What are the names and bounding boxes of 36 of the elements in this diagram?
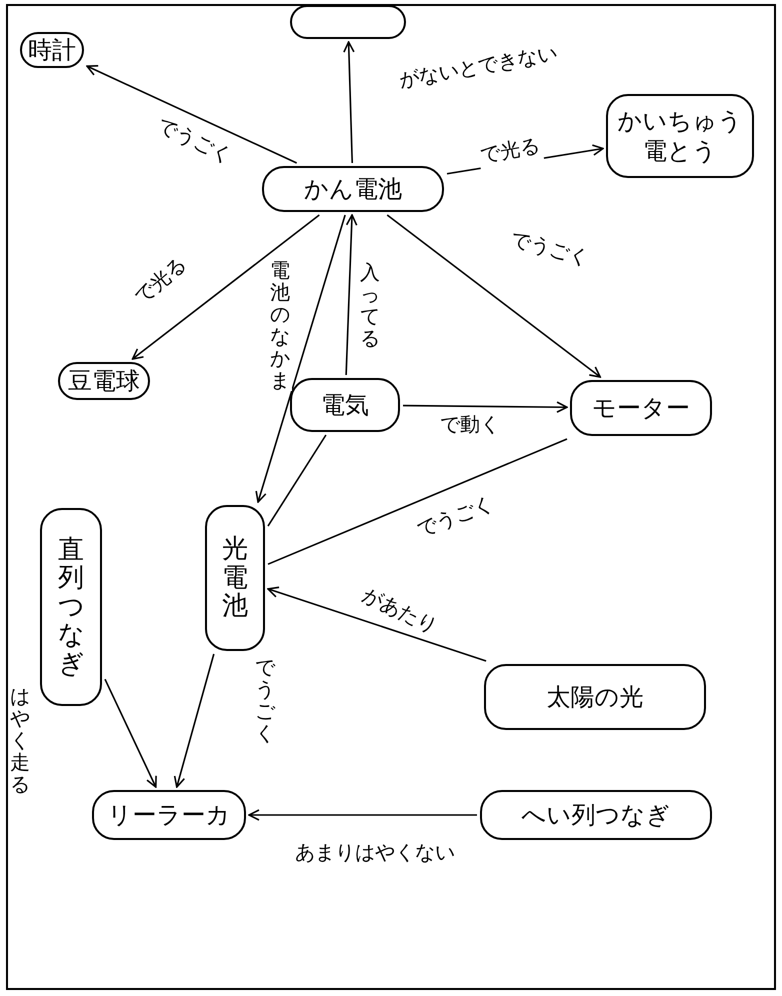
node-label: リーラーカ — [108, 800, 230, 830]
concept-node — [40, 508, 102, 706]
node-label: 豆電球 — [68, 366, 140, 396]
node-label: 光電池 — [222, 535, 248, 621]
arrow — [248, 809, 477, 821]
arrow — [86, 65, 298, 164]
concept-node — [570, 380, 712, 436]
arrow — [132, 214, 320, 360]
concept-node — [606, 94, 754, 178]
node-label: モーター — [592, 393, 690, 423]
edge-label: 入ってる — [358, 261, 382, 349]
concept-node — [484, 664, 706, 730]
arrow — [174, 654, 215, 788]
node-label: 時計 — [28, 35, 76, 65]
arrow — [255, 214, 346, 503]
node-label: へい列つなぎ — [522, 800, 670, 830]
concept-node — [262, 166, 444, 212]
concept-node — [480, 790, 712, 840]
arrow — [104, 678, 157, 788]
concept-node — [58, 362, 150, 400]
node-label: かん電池 — [304, 174, 402, 204]
concept-node — [205, 505, 265, 651]
concept-node — [92, 790, 246, 840]
arrow — [345, 214, 358, 376]
empty-node — [290, 5, 406, 39]
arrow — [343, 41, 355, 164]
concept-node — [20, 32, 84, 68]
arrow — [267, 586, 486, 662]
node-label: 太陽の光 — [546, 682, 644, 712]
node-label: 電気 — [321, 390, 369, 420]
node-label: かいちゅう電とう — [616, 106, 744, 166]
node-label: 直列つなぎ — [58, 536, 84, 678]
arrow — [386, 214, 602, 378]
edge-label: 電池のなかま — [268, 259, 292, 391]
arrow — [403, 401, 568, 413]
concept-node — [290, 378, 400, 432]
